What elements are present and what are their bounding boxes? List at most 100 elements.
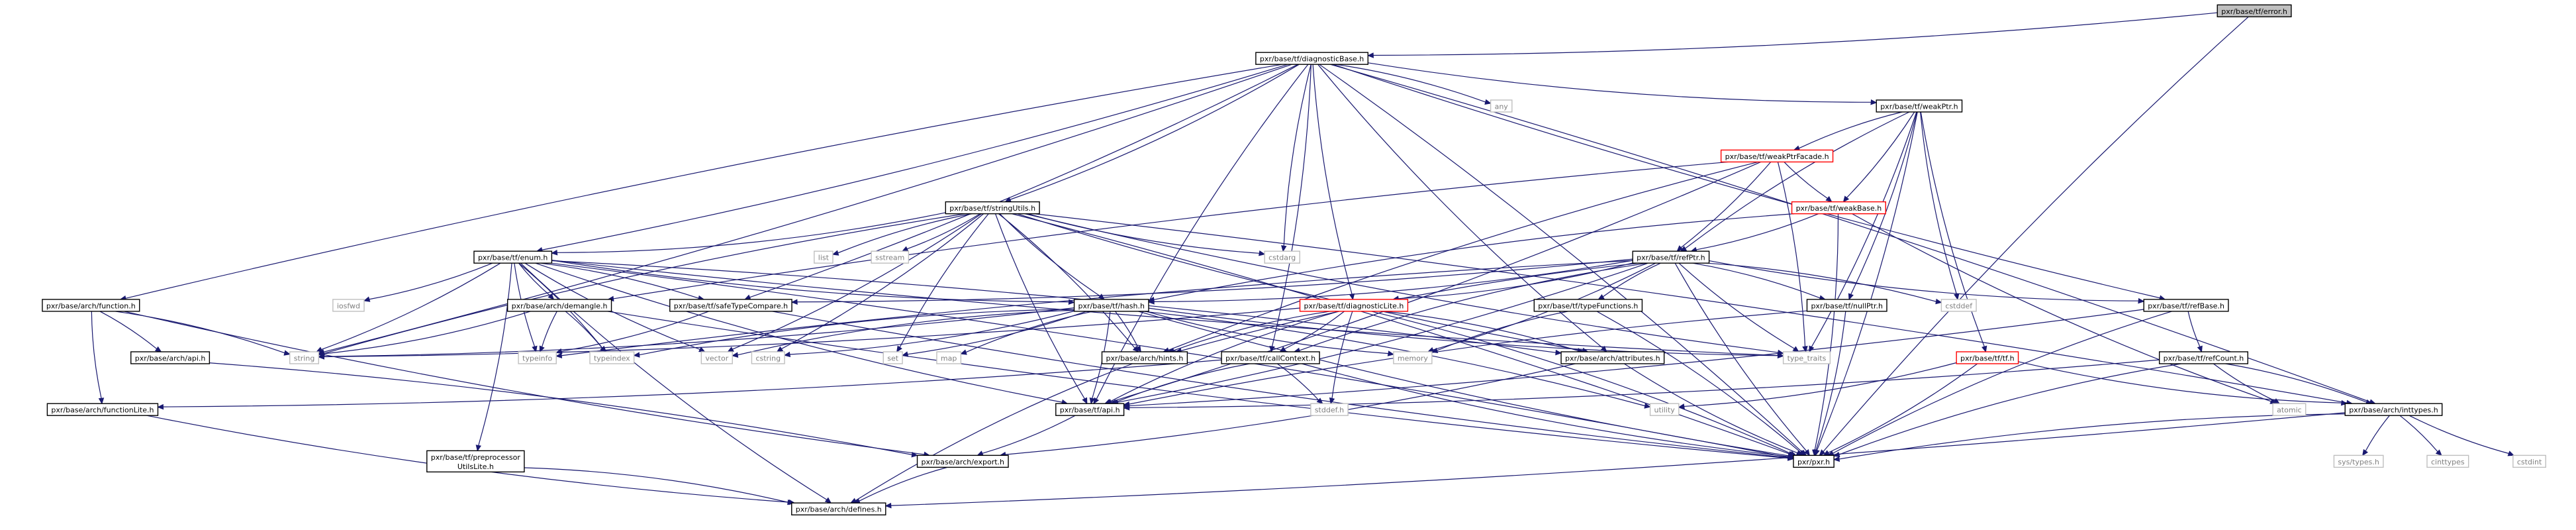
node-typeFunctions[interactable]: pxr/base/tf/typeFunctions.h	[1533, 299, 1643, 312]
edge-arrowhead	[2197, 345, 2203, 353]
node-hash[interactable]: pxr/base/tf/hash.h	[1073, 299, 1149, 312]
node-enum[interactable]: pxr/base/tf/enum.h	[473, 250, 553, 264]
edge-line	[789, 310, 1074, 355]
node-label: pxr/base/tf/diagnosticBase.h	[1260, 55, 1364, 64]
edge-line	[907, 311, 1087, 355]
edge-line	[1168, 161, 1759, 351]
node-tfApi[interactable]: pxr/base/tf/api.h	[1055, 403, 1125, 416]
edge-line	[1153, 260, 1633, 302]
edge-line	[115, 311, 285, 354]
edge-line	[1850, 111, 1918, 295]
node-demangle[interactable]: pxr/base/arch/demangle.h	[506, 299, 612, 312]
node-label-line: pxr/base/arch/functionLite.h	[51, 406, 154, 415]
node-box	[1299, 299, 1409, 312]
edge-arrowhead	[790, 299, 798, 305]
node-tf[interactable]: pxr/base/tf/tf.h	[1956, 351, 2019, 364]
edge-enum-to-tfApi	[535, 262, 1069, 405]
edge-line	[781, 213, 984, 350]
edge-arrowhead	[698, 346, 706, 352]
node-weakBase[interactable]: pxr/base/tf/weakBase.h	[1791, 201, 1886, 215]
edge-line	[91, 311, 102, 399]
node-hints[interactable]: pxr/base/arch/hints.h	[1101, 351, 1188, 364]
node-refBase[interactable]: pxr/base/tf/refBase.h	[2143, 299, 2229, 312]
node-box	[791, 502, 886, 515]
edge-demangle-to-string	[318, 311, 531, 357]
edge-line	[1319, 64, 1803, 452]
node-archFunction[interactable]: pxr/base/arch/function.h	[42, 299, 140, 312]
node-label: pxr/base/tf/refPtr.h	[1637, 254, 1705, 262]
node-diagBase[interactable]: pxr/base/tf/diagnosticBase.h	[1255, 52, 1368, 65]
edge-enum-to-string	[316, 262, 501, 352]
node-label-line: cstdarg	[1268, 254, 1296, 262]
node-box	[1782, 351, 1831, 364]
edge-arrowhead	[977, 450, 984, 456]
node-export[interactable]: pxr/base/arch/export.h	[916, 454, 1009, 468]
node-box	[1940, 299, 1977, 312]
node-attributes[interactable]: pxr/base/arch/attributes.h	[1560, 351, 1665, 364]
node-label: pxr/base/tf/callContext.h	[1225, 354, 1315, 363]
edge-arrowhead	[1819, 449, 1826, 456]
node-sstream: sstream	[871, 250, 910, 264]
node-archApi[interactable]: pxr/base/arch/api.h	[130, 351, 211, 364]
edge-weakPtr-to-typeTraits	[1809, 111, 1917, 353]
edge-arrowhead	[1813, 449, 1819, 456]
edge-line	[732, 213, 982, 350]
edge-line	[1276, 363, 1319, 401]
node-refCount[interactable]: pxr/base/tf/refCount.h	[2158, 351, 2248, 364]
edge-weakPtr-to-weakPtrFacade	[1793, 111, 1903, 151]
node-label-line: pxr/base/arch/inttypes.h	[2349, 406, 2438, 415]
edge-arrowhead	[1555, 349, 1562, 356]
edge-refBase-to-refCount	[2187, 311, 2203, 353]
node-functionLite[interactable]: pxr/base/arch/functionLite.h	[46, 403, 159, 416]
node-nullPtr[interactable]: pxr/base/tf/nullPtr.h	[1806, 299, 1887, 312]
edge-line	[163, 359, 1222, 407]
node-label-line: memory	[1398, 354, 1428, 363]
edge-line	[1685, 111, 1910, 249]
node-error[interactable]: pxr/base/tf/error.h	[2217, 4, 2292, 18]
node-inttypes[interactable]: pxr/base/arch/inttypes.h	[2344, 403, 2443, 416]
node-diagLite[interactable]: pxr/base/tf/diagnosticLite.h	[1299, 299, 1409, 312]
edge-line	[982, 415, 1076, 454]
node-box	[814, 250, 834, 264]
node-cinttypes: cinttypes	[2426, 454, 2469, 468]
node-safeTypeCompare[interactable]: pxr/base/tf/safeTypeCompare.h	[669, 299, 792, 312]
edge-safeTypeCompare-to-pxr	[772, 311, 1795, 460]
edge-refPtr-to-hash	[1147, 260, 1633, 305]
edge-line	[1110, 311, 1339, 402]
edge-line	[1828, 363, 1978, 453]
node-refPtr[interactable]: pxr/base/tf/refPtr.h	[1632, 250, 1710, 264]
node-label: stddef.h	[1315, 406, 1344, 415]
edge-archFunction-to-export	[124, 311, 931, 458]
edge-line	[1596, 311, 1801, 453]
node-any: any	[1490, 99, 1513, 113]
node-defines[interactable]: pxr/base/arch/defines.h	[791, 502, 886, 515]
node-box	[1073, 299, 1149, 312]
node-label-line: pxr/base/arch/api.h	[135, 354, 206, 363]
edge-diagBase-to-cstdarg	[1281, 64, 1312, 252]
edge-stringUtils-to-list	[832, 213, 973, 256]
edge-line	[1173, 311, 1331, 351]
node-label-line: pxr/base/tf/api.h	[1060, 406, 1120, 415]
node-weakPtr[interactable]: pxr/base/tf/weakPtr.h	[1876, 99, 1963, 113]
node-stringUtils[interactable]: pxr/base/tf/stringUtils.h	[945, 201, 1040, 215]
node-box	[2217, 4, 2292, 18]
node-pxr[interactable]: pxr/pxr.h	[1793, 454, 1835, 468]
edge-line	[1777, 162, 1806, 347]
node-label: pxr/base/tf/diagnosticLite.h	[1304, 301, 1404, 310]
node-weakPtrFacade[interactable]: pxr/base/tf/weakPtrFacade.h	[1720, 149, 1834, 163]
node-label-line: pxr/base/tf/stringUtils.h	[949, 204, 1035, 213]
node-callContext[interactable]: pxr/base/tf/callContext.h	[1221, 351, 1320, 364]
edge-arrowhead	[1803, 449, 1810, 456]
node-label-line: pxr/base/arch/function.h	[46, 301, 136, 310]
edge-line	[1816, 111, 1918, 450]
node-box	[1264, 250, 1300, 264]
edge-refPtr-to-typeTraits	[1678, 262, 1799, 352]
edge-line	[899, 213, 989, 348]
edge-line	[1005, 363, 1576, 455]
node-label-line: pxr/base/tf/typeFunctions.h	[1538, 301, 1638, 310]
node-box	[883, 351, 903, 364]
node-label: pxr/base/tf/enum.h	[478, 254, 548, 262]
node-label-line: pxr/base/arch/defines.h	[796, 505, 882, 514]
edge-line	[906, 213, 980, 250]
